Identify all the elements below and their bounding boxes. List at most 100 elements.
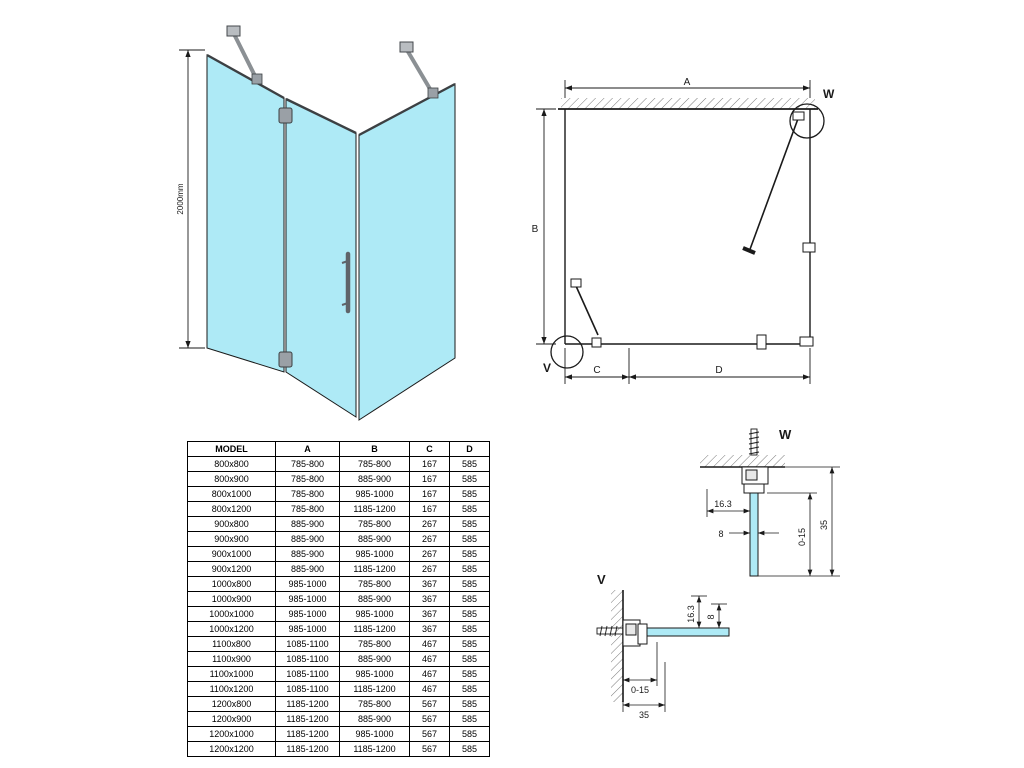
detail-v-dimension-lines xyxy=(622,595,727,712)
table-cell: 785-800 xyxy=(275,456,340,472)
top-hinge-fitting xyxy=(792,111,805,121)
open-door xyxy=(742,115,800,255)
table-cell: 467 xyxy=(409,636,450,652)
table-cell: 167 xyxy=(409,486,450,502)
detail-w-title: W xyxy=(779,427,792,442)
table-cell: 785-800 xyxy=(339,576,410,592)
table-cell: 585 xyxy=(449,516,490,532)
table-cell: 1100x1200 xyxy=(187,681,276,697)
detail-circle-w xyxy=(789,103,825,139)
table-cell: 367 xyxy=(409,606,450,622)
table-cell: 1100x1000 xyxy=(187,666,276,682)
detail-v-drawing: V 16.3 8 0-15 xyxy=(596,572,730,720)
detail-v-dim-width: 35 xyxy=(639,710,649,720)
brace-glass-mounts xyxy=(251,73,439,99)
wall-brace-left xyxy=(232,33,259,81)
table-cell: 367 xyxy=(409,576,450,592)
table-cell: 900x1000 xyxy=(187,546,276,562)
bottom-mid-fitting xyxy=(756,334,767,350)
table-cell: 585 xyxy=(449,666,490,682)
glass-panels xyxy=(206,54,456,421)
return-panel xyxy=(358,83,456,421)
table-cell: 585 xyxy=(449,681,490,697)
table-cell: 1085-1100 xyxy=(275,681,340,697)
table-cell: 567 xyxy=(409,726,450,742)
table-cell: 1000x1200 xyxy=(187,621,276,637)
table-cell: 885-900 xyxy=(275,516,340,532)
table-cell: 467 xyxy=(409,681,450,697)
table-cell: 1085-1100 xyxy=(275,636,340,652)
table-cell: 1085-1100 xyxy=(275,651,340,667)
dim-d-label: D xyxy=(715,365,722,376)
table-cell: 900x900 xyxy=(187,531,276,547)
table-cell: 1200x900 xyxy=(187,711,276,727)
table-cell: 1185-1200 xyxy=(339,561,410,577)
table-cell: 985-1000 xyxy=(275,576,340,592)
table-cell: 885-900 xyxy=(339,711,410,727)
table-cell: 785-800 xyxy=(339,696,410,712)
side-support-bar xyxy=(575,285,599,336)
table-cell: 467 xyxy=(409,666,450,682)
right-bracket-fitting xyxy=(802,242,816,253)
hanger-screw-icon xyxy=(748,428,760,456)
table-cell: 1200x1000 xyxy=(187,726,276,742)
table-cell: 885-900 xyxy=(339,591,410,607)
detail-w-dim-offset: 16.3 xyxy=(714,499,732,509)
table-cell: 467 xyxy=(409,651,450,667)
door-edge-profile xyxy=(742,246,756,255)
left-bracket-fitting xyxy=(570,278,582,288)
top-frame-profiles xyxy=(206,53,456,137)
door-handle xyxy=(341,251,351,314)
table-cell: 985-1000 xyxy=(339,546,410,562)
table-cell: 585 xyxy=(449,636,490,652)
detail-w-drawing: W 16.3 8 0- xyxy=(700,427,840,577)
table-cell: 900x800 xyxy=(187,516,276,532)
detail-w-dim-width: 35 xyxy=(819,520,829,530)
table-cell: 567 xyxy=(409,741,450,757)
table-cell: 985-1000 xyxy=(339,666,410,682)
table-cell: 785-800 xyxy=(275,486,340,502)
table-cell: 985-1000 xyxy=(275,621,340,637)
table-cell: 267 xyxy=(409,516,450,532)
wall-brace-bars xyxy=(232,33,435,96)
table-cell: 785-800 xyxy=(275,501,340,517)
table-cell: 885-900 xyxy=(275,546,340,562)
table-cell: 585 xyxy=(449,471,490,487)
table-cell: 585 xyxy=(449,726,490,742)
table-cell: 985-1000 xyxy=(275,606,340,622)
detail-w-dimension-lines xyxy=(706,466,840,577)
table-cell: 1000x800 xyxy=(187,576,276,592)
table-cell: 985-1000 xyxy=(275,591,340,607)
table-header-cell: C xyxy=(409,441,450,457)
hinge-bottom-icon xyxy=(278,351,293,368)
detail-circles xyxy=(550,103,825,369)
table-cell: 267 xyxy=(409,546,450,562)
table-cell: 885-900 xyxy=(339,651,410,667)
table-cell: 885-900 xyxy=(275,531,340,547)
table-cell: 1185-1200 xyxy=(339,681,410,697)
table-cell: 1185-1200 xyxy=(275,741,340,757)
door-swing-line xyxy=(748,115,800,253)
table-cell: 1085-1100 xyxy=(275,666,340,682)
table-cell: 585 xyxy=(449,591,490,607)
table-cell: 1000x1000 xyxy=(187,606,276,622)
table-cell: 585 xyxy=(449,741,490,757)
table-cell: 367 xyxy=(409,621,450,637)
table-cell: 585 xyxy=(449,456,490,472)
wall-hatching xyxy=(561,98,815,109)
table-cell: 1000x900 xyxy=(187,591,276,607)
table-cell: 585 xyxy=(449,486,490,502)
table-cell: 1185-1200 xyxy=(339,621,410,637)
detail-v-callout-label: V xyxy=(543,361,551,375)
table-cell: 800x1200 xyxy=(187,501,276,517)
bottom-right-fitting xyxy=(799,336,814,347)
door-panel xyxy=(285,98,357,418)
